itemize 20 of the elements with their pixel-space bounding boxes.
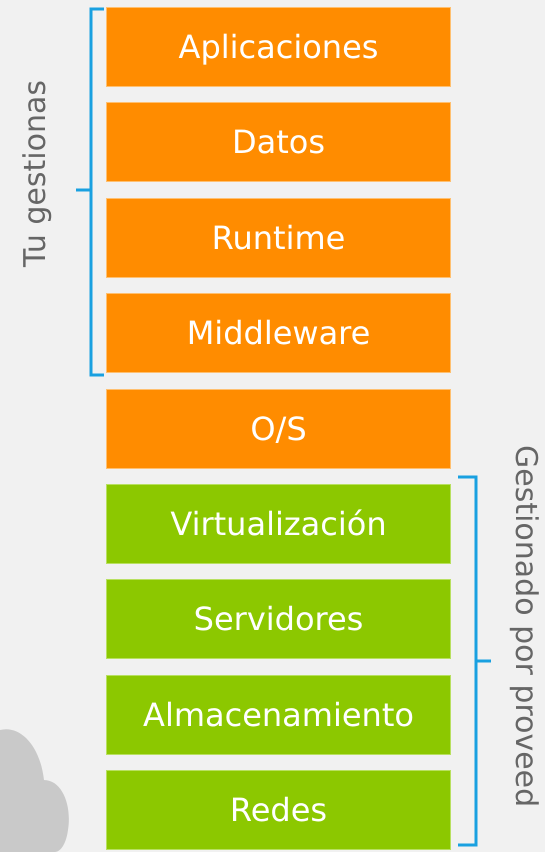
layer-box bbox=[106, 293, 451, 374]
layer-box bbox=[106, 484, 451, 564]
layer-label: O/S bbox=[250, 410, 307, 448]
layer-box bbox=[106, 198, 451, 278]
layer-box bbox=[106, 674, 451, 755]
layer-label: Middleware bbox=[186, 314, 370, 352]
layer-box bbox=[106, 388, 451, 469]
layer-label: Almacenamiento bbox=[143, 696, 414, 734]
layer-box bbox=[106, 102, 451, 182]
layer-label: Servidores bbox=[194, 600, 364, 638]
layer-label: Aplicaciones bbox=[178, 28, 378, 66]
layer-label: Datos bbox=[232, 123, 326, 162]
layer-box bbox=[106, 770, 451, 850]
layer-box bbox=[106, 579, 451, 660]
layer-label: Redes bbox=[230, 791, 328, 830]
layer-label: Runtime bbox=[212, 218, 346, 257]
bracket-label: Gestionado por proveed bbox=[508, 445, 543, 808]
bracket-label: Tu gestionas bbox=[18, 80, 53, 267]
layer-label: Virtualización bbox=[170, 505, 387, 543]
layer-box bbox=[106, 7, 451, 87]
